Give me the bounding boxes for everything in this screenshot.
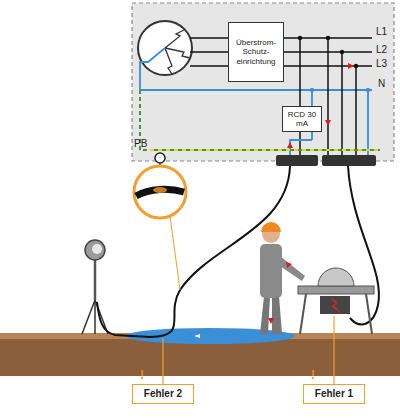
phase-label: L3 [376,58,387,69]
junction-dot [310,88,314,92]
phase-wire [190,37,228,39]
current-arrow [286,262,292,268]
terminal-symbol [155,153,165,163]
pe-label: PB [134,138,147,149]
neutral-wire [290,140,312,156]
warning-mark: ! [311,368,315,382]
current-arrow [268,318,274,324]
magnifier-leader [170,216,180,290]
node-text: RCD 30 mA [285,110,319,128]
worker-helmet [261,222,281,232]
pe-wire [150,149,380,151]
tripod-leg [82,300,95,334]
phase-wire [327,38,329,156]
phase-label: L1 [376,26,387,37]
junction-dot [340,50,344,54]
phase-wire [190,65,228,67]
fault-callout: Fehler 2 [132,384,194,404]
junction-dot [326,36,330,40]
node-text: Fehler 2 [144,388,182,400]
lamp-glass [92,244,102,254]
neutral-wire [367,90,369,156]
current-arrow [325,120,331,126]
saw-leg [366,294,372,334]
socket-rcd [276,155,318,166]
winding [165,48,172,74]
saw-leg [300,294,306,334]
junction-dot [366,88,370,92]
pe-wire [150,149,380,151]
phase-wire [190,51,228,53]
junction-dot [354,64,358,68]
fault-flash [330,296,342,314]
neutral-label: N [378,78,385,89]
phase-wire [341,52,343,156]
phase-wire [355,66,357,156]
phase-wire [299,38,301,156]
worker-leg [260,296,270,334]
current-arrow [348,63,354,69]
current-arrow [194,334,200,338]
exposed-conductor [153,187,167,193]
saw-blade-guard [318,268,354,286]
lamp-cable [97,166,290,337]
magnifier [134,166,186,218]
warning-mark: ! [140,368,144,382]
lamp-head [85,240,105,260]
phase-label: L2 [376,44,387,55]
winding [165,30,184,48]
node-text: Fehler 1 [315,388,353,400]
protection-device-box: Überstrom- Schutz- einrichtung [228,22,284,82]
rcd-box: RCD 30 mA [282,106,322,132]
lamp-pole [94,258,97,300]
worker-body [260,244,282,298]
fault-leader [162,338,163,384]
junction-dots [298,36,370,92]
saw-motor [320,296,350,314]
worker-arm [277,256,305,281]
junction-dot [298,36,302,40]
socket [322,155,376,166]
distribution-enclosure [132,3,394,161]
saw-table [298,286,374,294]
worker-leg [272,296,282,334]
fault-callout: Fehler 1 [303,384,365,404]
saw-cable [348,166,379,324]
current-arrows [194,262,292,338]
current-arrow [287,142,293,148]
node-text: Überstrom- Schutz- einrichtung [231,38,281,66]
fault-leader [333,316,334,384]
tripod-leg [94,300,96,334]
